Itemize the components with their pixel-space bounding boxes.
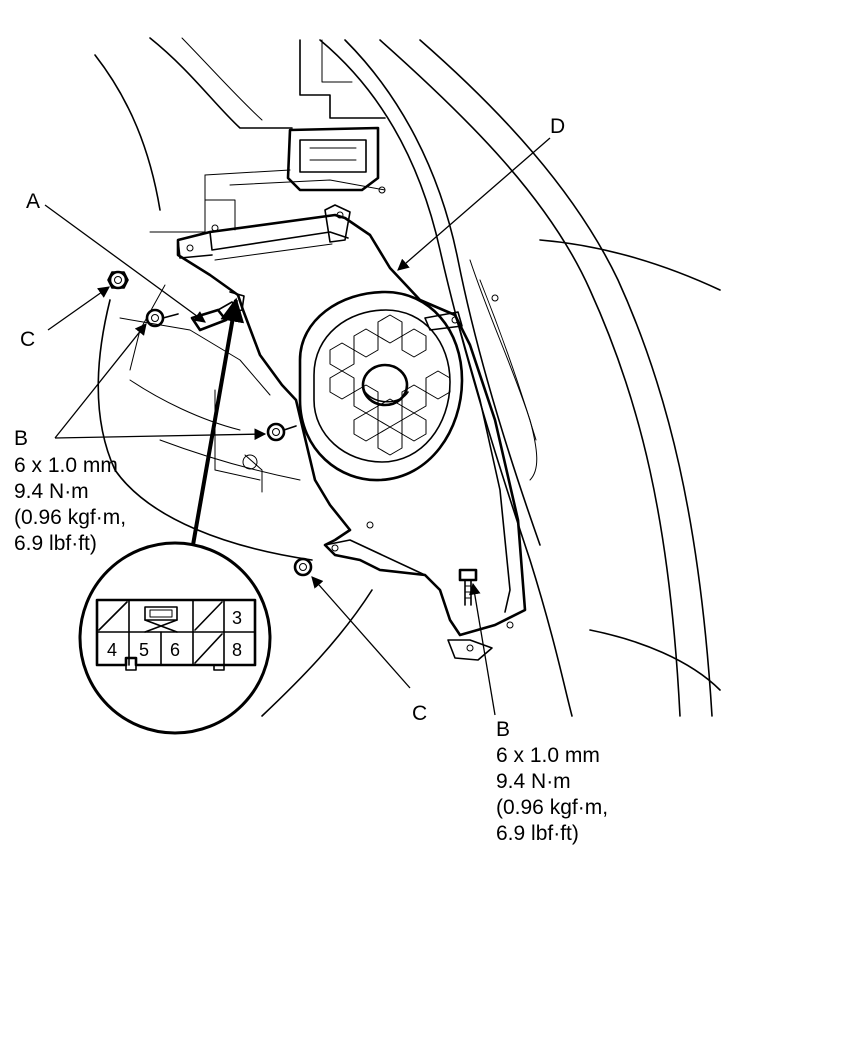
connector-detail: 3 4 5 6 8	[78, 541, 272, 735]
b-right-torque-nm: 9.4 N·m	[496, 770, 571, 793]
nut-c-upper-left	[107, 270, 129, 290]
label-b-right: B	[496, 718, 510, 741]
label-c-bottom: C	[412, 702, 427, 725]
connector-a	[190, 291, 245, 332]
leader-lines	[44, 137, 551, 716]
callout-labels: A D C C B 6 x 1.0 mm 9.4 N·m (0.96 kgf·m…	[14, 115, 608, 845]
pin-8-label: 8	[232, 640, 242, 660]
speaker	[298, 290, 464, 482]
label-d: D	[550, 115, 565, 138]
b-left-torque-lbf: 6.9 lbf·ft)	[14, 532, 97, 555]
nut-c-bottom	[293, 557, 313, 577]
pin-4-label: 4	[107, 640, 117, 660]
pin-3-label: 3	[232, 608, 242, 628]
pin-6-label: 6	[170, 640, 180, 660]
spec-b-right: B 6 x 1.0 mm 9.4 N·m (0.96 kgf·m, 6.9 lb…	[496, 718, 608, 845]
b-right-torque-lbf: 6.9 lbf·ft)	[496, 822, 579, 845]
small-screws	[211, 186, 514, 629]
label-a: A	[26, 190, 40, 213]
b-left-torque-nm: 9.4 N·m	[14, 480, 89, 503]
bolt-b-upper-left	[145, 308, 179, 328]
b-right-size: 6 x 1.0 mm	[496, 744, 600, 767]
b-left-size: 6 x 1.0 mm	[14, 454, 118, 477]
b-right-torque-kgf: (0.96 kgf·m,	[496, 796, 608, 819]
pin-5-label: 5	[139, 640, 149, 660]
upper-mount-block	[286, 126, 380, 192]
b-left-torque-kgf: (0.96 kgf·m,	[14, 506, 126, 529]
spec-b-left: B 6 x 1.0 mm 9.4 N·m (0.96 kgf·m, 6.9 lb…	[14, 427, 126, 555]
label-b-left: B	[14, 427, 28, 450]
label-c-left: C	[20, 328, 35, 351]
bolt-b-center	[266, 422, 297, 442]
